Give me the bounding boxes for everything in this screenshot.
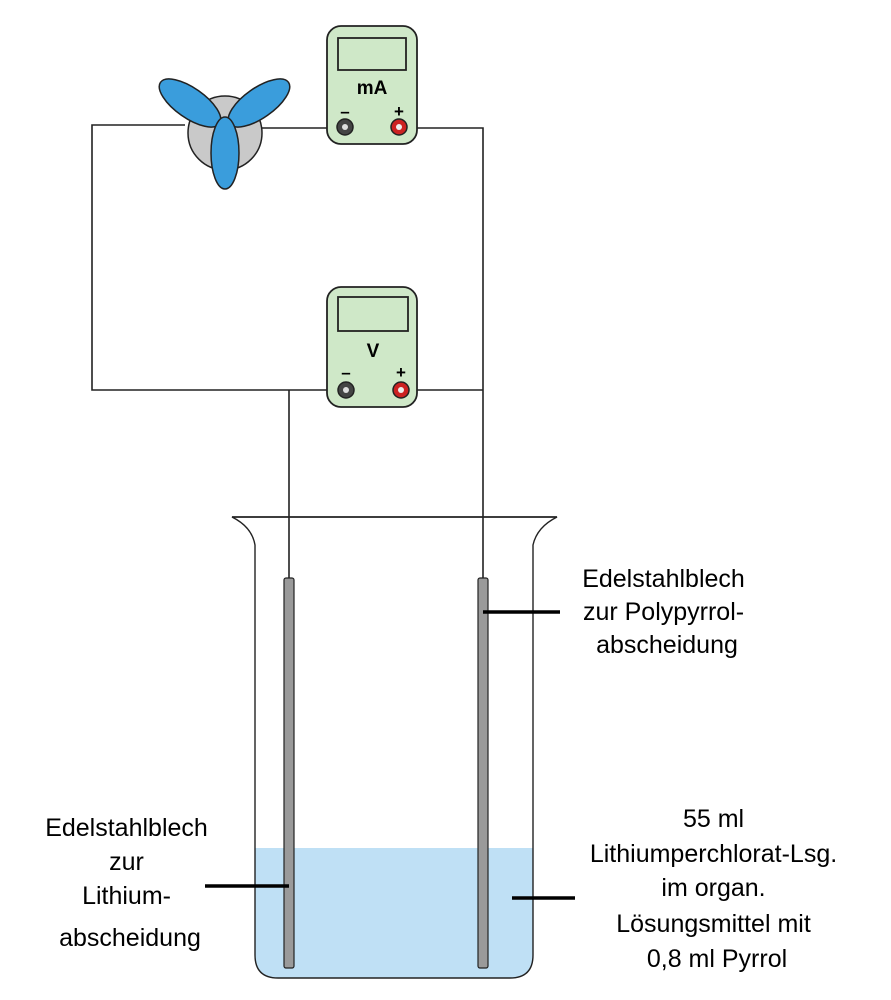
caption-line: im organ. [661, 874, 765, 902]
caption-line: Edelstahlblech [45, 814, 208, 842]
caption-line: Lithium- [82, 882, 171, 910]
voltmeter-display [337, 296, 409, 332]
caption-line: zur Polypyrrol- [583, 598, 744, 626]
caption-line: Lösungsmittel mit [616, 910, 811, 938]
ammeter-terminal-negative-hole [342, 124, 348, 130]
beaker-liquid [255, 848, 533, 978]
caption-line: Lithiumperchlorat-Lsg. [590, 840, 837, 868]
voltmeter-plus-sign: + [396, 363, 406, 382]
caption-line: zur [109, 848, 144, 876]
solution-caption: 55 ml Lithiumperchlorat-Lsg. im organ. L… [590, 805, 844, 973]
beaker-icon [231, 516, 558, 979]
wire-top-right [400, 127, 484, 580]
voltmeter-icon: V – + [326, 286, 418, 408]
beaker-wall [231, 516, 558, 979]
caption-line: 55 ml [683, 805, 744, 833]
left-electrode-caption: Edelstahlblech zur Lithium- abscheidung [45, 814, 215, 952]
voltmeter-minus-sign: – [341, 363, 350, 382]
wire-top-left [91, 124, 345, 391]
caption-line: abscheidung [59, 924, 201, 952]
voltmeter-unit: V [367, 341, 380, 362]
voltmeter-terminal-negative-hole [343, 387, 349, 393]
voltmeter-terminal-positive-hole [398, 387, 404, 393]
right-electrode-caption: Edelstahlblech zur Polypyrrol- abscheidu… [582, 565, 752, 659]
ammeter-plus-sign: + [394, 102, 404, 121]
caption-line: 0,8 ml Pyrrol [647, 945, 787, 973]
ammeter-icon: mA – + [326, 25, 418, 145]
caption-line: abscheidung [596, 631, 738, 659]
fan-blade-bottom [210, 116, 240, 190]
caption-line: Edelstahlblech [582, 565, 745, 593]
right-electrode [477, 577, 489, 969]
ammeter-unit: mA [357, 78, 388, 99]
fan-icon [158, 78, 291, 190]
circuit-wires [91, 124, 484, 580]
left-electrode [283, 577, 295, 969]
ammeter-display [337, 37, 407, 71]
ammeter-terminal-positive-hole [396, 124, 402, 130]
ammeter-minus-sign: – [340, 102, 349, 121]
label-pointers [205, 610, 575, 900]
